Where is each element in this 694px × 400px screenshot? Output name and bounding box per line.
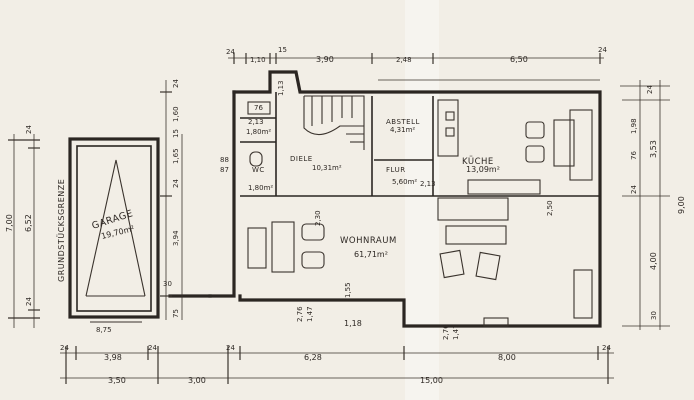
dim-right-24b: 24 xyxy=(630,185,638,194)
dim-gar-165: 1,65 xyxy=(172,148,180,164)
dim-left-24a: 24 xyxy=(25,125,33,134)
property-boundary-label: GRUNDSTÜCKSGRENZE xyxy=(56,179,66,282)
wohnraum-label: WOHNRAUM xyxy=(340,236,397,246)
dim-in-230: 2,30 xyxy=(314,210,322,226)
dim-gar-75: 75 xyxy=(172,309,180,318)
dim-gar-30: 30 xyxy=(163,280,172,288)
kueche-label: KÜCHE xyxy=(462,156,494,167)
dim-top-24r: 24 xyxy=(598,46,607,54)
dim-left-700: 7,00 xyxy=(5,214,14,232)
dim-right-198: 1,98 xyxy=(630,118,638,134)
dim-top-213: 2,13 xyxy=(248,118,264,126)
dim-in-155: 1,55 xyxy=(344,282,352,298)
garage-outline xyxy=(68,137,160,323)
dim-bot-398: 3,98 xyxy=(104,353,122,362)
dim-in-147b: 1,47 xyxy=(452,324,460,340)
abstell-area: 4,31m² xyxy=(390,126,415,134)
dim-bot-1500: 15,00 xyxy=(420,376,443,385)
dim-in-88: 88 xyxy=(220,156,229,164)
dim-in-118: 1,18 xyxy=(344,319,362,328)
dim-in-250: 2,50 xyxy=(546,200,554,216)
left-dimension-lines xyxy=(8,80,183,328)
dim-gar-24a: 24 xyxy=(172,79,180,88)
dim-gar-24b: 24 xyxy=(172,179,180,188)
dim-right-353: 3,53 xyxy=(649,140,658,158)
dim-top-248: 2,48 xyxy=(396,56,412,64)
diele-area: 10,31m² xyxy=(312,164,342,172)
kueche-area: 13,09m² xyxy=(466,165,500,174)
top-dimension-lines xyxy=(228,53,604,81)
abstell-label: ABSTELL xyxy=(386,118,420,126)
wc-area: 1,80m² xyxy=(248,184,273,192)
house-outer-walls xyxy=(168,70,602,328)
dim-top-110: 1,10 xyxy=(250,56,266,64)
dim-gar-160: 1,60 xyxy=(172,106,180,122)
staircase xyxy=(303,95,365,150)
paper-fold-highlight xyxy=(405,0,439,400)
dim-in-875: 8,75 xyxy=(96,326,112,334)
living-room-furniture xyxy=(247,197,593,327)
dim-bot-350: 3,50 xyxy=(108,376,126,385)
dim-in-276b: 2,76 xyxy=(442,324,450,340)
dim-bot-24d: 24 xyxy=(602,344,611,352)
dim-top-113: 1,13 xyxy=(277,80,285,96)
dim-top-76: 76 xyxy=(254,104,263,112)
dim-bot-24a: 24 xyxy=(60,344,69,352)
dim-in-147a: 1,47 xyxy=(306,306,314,322)
dim-in-87: 87 xyxy=(220,166,229,174)
dim-bot-24c: 24 xyxy=(226,344,235,352)
dim-in-213: 2,13 xyxy=(420,180,436,188)
dim-right-900: 9,00 xyxy=(677,196,686,214)
dim-top-390: 3,90 xyxy=(316,55,334,64)
dim-top-15: 15 xyxy=(278,46,287,54)
dim-right-76: 76 xyxy=(630,151,638,160)
flur-area: 5,60m² xyxy=(392,178,417,186)
dim-bot-24b: 24 xyxy=(148,344,157,352)
dim-left-24b: 24 xyxy=(25,297,33,306)
dim-right-30: 30 xyxy=(650,311,658,320)
dim-bot-800: 8,00 xyxy=(498,353,516,362)
dim-gar-15: 15 xyxy=(172,129,180,138)
flur-label: FLUR xyxy=(386,166,406,174)
dim-gar-394: 3,94 xyxy=(172,230,180,246)
wc-fixtures xyxy=(247,101,271,167)
dim-left-652: 6,52 xyxy=(24,214,33,232)
wohnraum-area: 61,71m² xyxy=(354,250,388,259)
dim-bot-300: 3,00 xyxy=(188,376,206,385)
diele-label: DIELE xyxy=(290,155,313,163)
dim-right-400: 4,00 xyxy=(649,252,658,270)
bottom-dimension-lines xyxy=(60,346,614,384)
dim-bot-628: 6,28 xyxy=(304,353,322,362)
dim-top-24: 24 xyxy=(226,48,235,56)
dim-in-276: 2,76 xyxy=(296,306,304,322)
kitchen-furniture xyxy=(437,99,593,195)
wc-label: WC xyxy=(252,166,265,174)
dim-top-650: 6,50 xyxy=(510,55,528,64)
small-room-area: 1,80m² xyxy=(246,128,271,136)
dim-right-24a: 24 xyxy=(646,85,654,94)
right-dimension-lines xyxy=(620,80,670,330)
